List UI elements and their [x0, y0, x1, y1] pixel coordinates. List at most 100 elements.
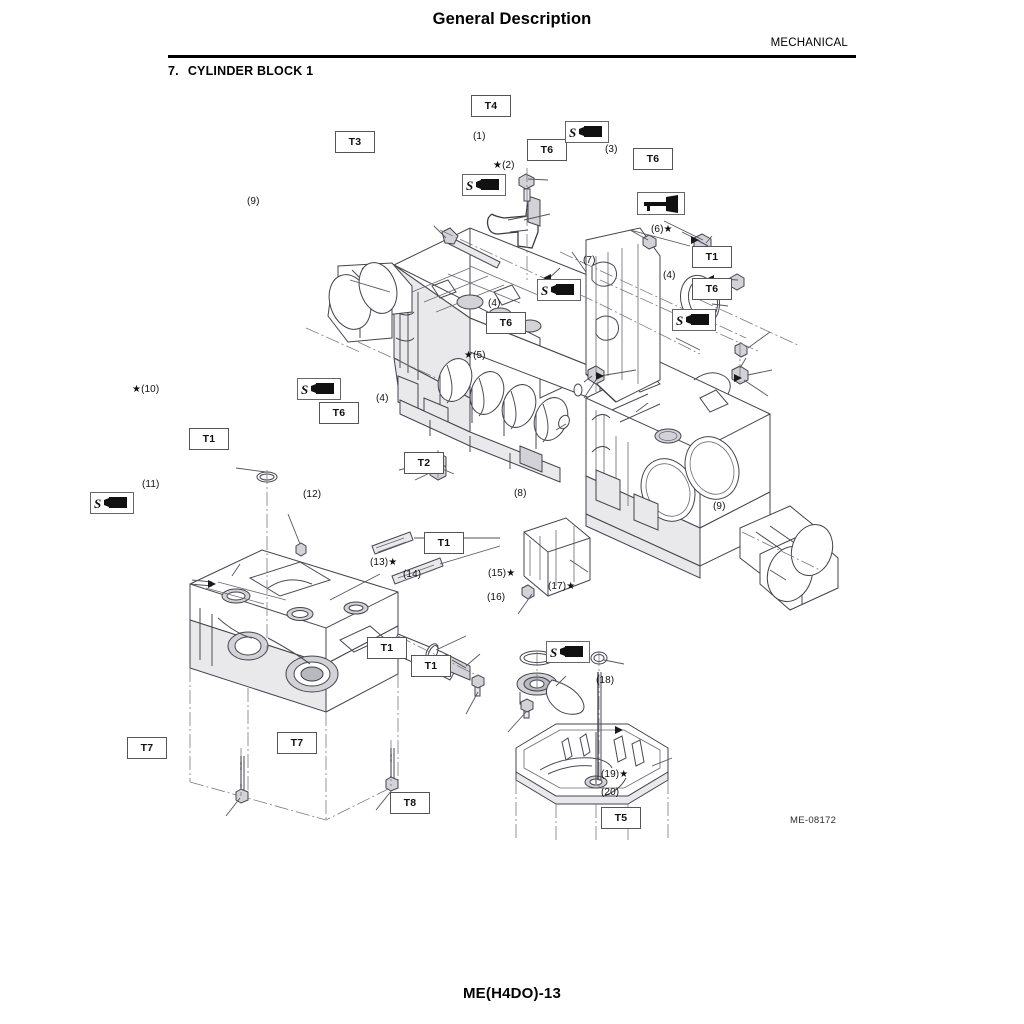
part-callout-16: (16) [487, 592, 505, 603]
part-callout-text: (18) [596, 675, 615, 686]
torque-label-t5: T5 [601, 807, 641, 829]
page-number: ME(H4DO)-13 [462, 985, 562, 1002]
torque-label-t6d: T6 [486, 312, 526, 334]
bolt-t3 [441, 227, 501, 269]
section-heading: 7. CYLINDER BLOCK 1 [168, 64, 313, 78]
bolt-t1-d [471, 674, 485, 697]
torque-label-t1a: T1 [692, 246, 732, 268]
torque-label-t7b: T7 [277, 732, 317, 754]
part-callout-text: (1) [473, 131, 486, 142]
part-callout-text: (10) [141, 384, 160, 395]
part-callout-5: ★(5) [464, 350, 486, 361]
part-callout-text: (19) [601, 769, 620, 780]
oil-pan-lower [515, 723, 669, 840]
sealant-icon: S [297, 378, 341, 400]
part-callout-text: (8) [514, 488, 527, 499]
star-marker: ★ [388, 557, 398, 568]
part-callout-11: (11) [142, 479, 159, 490]
part-callout-text: (17) [548, 581, 567, 592]
part-callout-10: ★(10) [132, 384, 159, 395]
torque-label-t1b: T1 [189, 428, 229, 450]
part-callout-text: (9) [713, 501, 726, 512]
svg-text:S: S [94, 496, 101, 511]
star-marker: ★ [493, 160, 503, 171]
stud-t7-a [235, 756, 249, 804]
bolt-t6-a [642, 234, 657, 250]
bolt-t2-a [371, 531, 414, 555]
sprocket-assembly-left [327, 262, 413, 343]
bolt-t1-b [295, 542, 307, 557]
part-callout-text: (4) [376, 393, 389, 404]
sealant-icon: S [565, 121, 609, 143]
part-callout-14: (14) [403, 569, 421, 580]
torque-label-t6c: T6 [692, 278, 732, 300]
torque-label-t2: T2 [404, 452, 444, 474]
right-cylinder-block-half [585, 361, 771, 579]
part-callout-6: (6)★ [651, 224, 673, 235]
bolt-t1-e [520, 698, 534, 719]
part-callout-15: (15)★ [488, 568, 515, 579]
plug-4-left [573, 383, 583, 397]
sealant-icon: S [537, 279, 581, 301]
part-callout-4: (4) [663, 270, 676, 281]
left-cylinder-block-half [392, 227, 601, 483]
svg-text:S: S [301, 382, 308, 397]
torque-label-t3: T3 [335, 131, 375, 153]
star-marker: ★ [663, 224, 673, 235]
grease-applicator-icon [637, 192, 685, 215]
part-callout-7: (7) [583, 255, 596, 266]
block-lower-flange [399, 399, 561, 483]
oil-separator-cover [523, 517, 591, 597]
bolt-t4 [518, 173, 535, 202]
part-callout-12: (12) [303, 489, 321, 500]
part-callout-text: (16) [487, 592, 506, 603]
part-callout-text: (5) [473, 350, 486, 361]
part-callout-text: (12) [303, 489, 322, 500]
part-callout-text: (9) [247, 196, 260, 207]
svg-text:S: S [676, 313, 683, 328]
bolt-t1-a [734, 342, 748, 358]
part-callout-text: (14) [403, 569, 422, 580]
oil-pan-upper [189, 549, 399, 821]
part-callout-4: (4) [376, 393, 389, 404]
part-callout-text: (2) [502, 160, 515, 171]
exploded-view-diagram: .ln{fill:none;stroke:#4a4a52;stroke-widt… [0, 80, 1024, 840]
part-callout-text: (3) [605, 144, 618, 155]
sealant-icon: S [90, 492, 134, 514]
star-marker: ★ [464, 350, 474, 361]
part-callout-9: (9) [247, 196, 260, 207]
section-heading-number: 7. [168, 64, 179, 78]
part-callout-13: (13)★ [370, 557, 397, 568]
part-callout-1: (1) [473, 131, 486, 142]
torque-label-t4: T4 [471, 95, 511, 117]
part-callout-text: (4) [488, 298, 501, 309]
sprocket-assembly-right [739, 505, 839, 611]
bolt-t1-c [521, 584, 535, 600]
star-marker: ★ [619, 769, 629, 780]
part-callout-text: (11) [142, 479, 160, 490]
part-callout-text: (4) [663, 270, 676, 281]
section-label: MECHANICAL [770, 37, 848, 49]
baffle-plate [585, 227, 661, 403]
part-callout-18: (18) [596, 675, 614, 686]
star-marker: ★ [506, 568, 516, 579]
sealant-icon: S [546, 641, 590, 663]
torque-label-t1e: T1 [411, 655, 451, 677]
bolt-t2-b [391, 557, 444, 585]
part-callout-text: (15) [488, 568, 507, 579]
plug-5 [558, 414, 570, 430]
part-callout-20: (20) [601, 787, 619, 798]
part-callout-text: (20) [601, 787, 620, 798]
torque-label-t8: T8 [390, 792, 430, 814]
right-block-top-detail [595, 371, 731, 506]
torque-label-t7a: T7 [127, 737, 167, 759]
torque-label-t6e: T6 [319, 402, 359, 424]
part-callout-3: (3) [605, 144, 618, 155]
oil-pump-housing [199, 608, 385, 693]
page-title: General Description [432, 10, 592, 28]
part-callout-17: (17)★ [548, 581, 575, 592]
part-callout-4: (4) [488, 298, 501, 309]
section-heading-text: CYLINDER BLOCK 1 [187, 64, 314, 78]
part-callout-2: ★(2) [493, 160, 515, 171]
